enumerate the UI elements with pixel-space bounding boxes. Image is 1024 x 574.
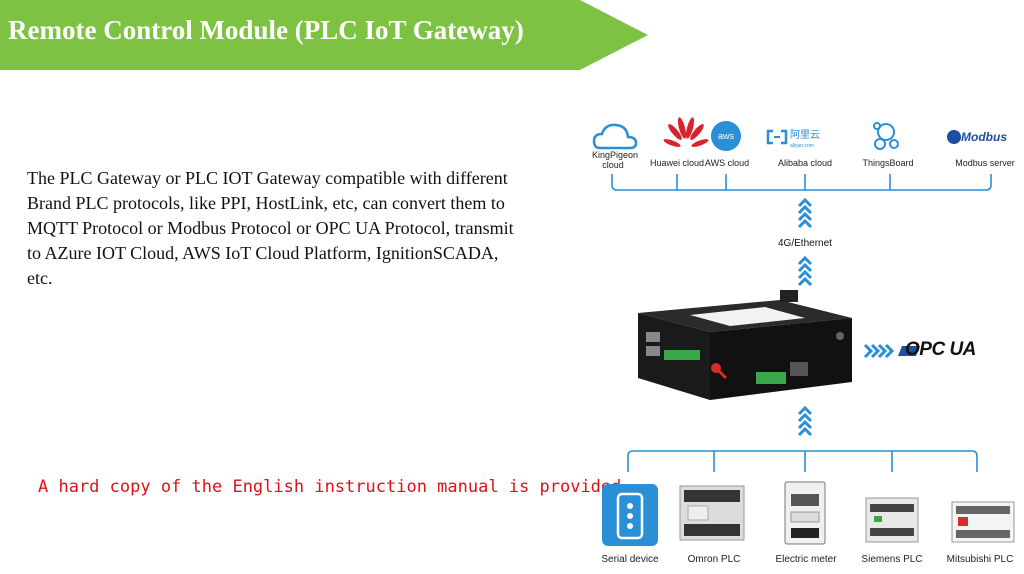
cloud-label-aws: AWS cloud <box>704 158 750 168</box>
page-title: Remote Control Module (PLC IoT Gateway) <box>8 15 524 45</box>
cloud-label-modbus: Modbus server <box>955 158 1015 168</box>
omron-plc-icon <box>679 485 745 541</box>
huawei-logo-icon <box>663 117 709 147</box>
svg-text:aws: aws <box>718 131 735 141</box>
cloud-label-text: KingPigeon cloud <box>592 150 639 170</box>
banner-arrow-shape <box>0 0 648 70</box>
gateway-device-icon <box>638 290 852 400</box>
title-banner: Remote Control Module (PLC IoT Gateway) <box>0 0 650 70</box>
thingsboard-logo-icon <box>873 122 899 150</box>
alibaba-logo-subtext: aliyun.com <box>790 143 814 149</box>
gateway-diagram: aws 阿里云 aliyun.com Modbus <box>580 110 1024 574</box>
mitsubishi-plc-icon <box>951 501 1015 543</box>
cloud-label-huawei: Huawei cloud <box>649 158 705 168</box>
serial-device-icon <box>602 484 658 546</box>
siemens-plc-icon <box>865 497 919 543</box>
modbus-logo-icon: Modbus <box>947 130 1007 144</box>
uplink-label: 4G/Ethernet <box>778 238 832 249</box>
device-label-siemens: Siemens PLC <box>861 554 923 565</box>
device-label-meter: Electric meter <box>775 554 837 565</box>
kingpigeon-cloud-icon <box>592 123 638 150</box>
device-label-serial: Serial device <box>601 554 659 565</box>
cloud-label-thingsboard: ThingsBoard <box>862 158 914 168</box>
device-label-mitsubishi: Mitsubishi PLC <box>946 554 1014 565</box>
uplink-chevrons <box>797 197 895 437</box>
opc-ua-label: OPC UA <box>905 339 976 360</box>
device-label-omron: Omron PLC <box>687 554 741 565</box>
modbus-logo-text: Modbus <box>961 130 1007 144</box>
description-text: The PLC Gateway or PLC IOT Gateway compa… <box>27 168 514 288</box>
aws-logo-icon: aws <box>711 121 741 151</box>
alibaba-logo-text: 阿里云 <box>790 129 820 141</box>
electric-meter-icon <box>784 481 826 545</box>
cloud-label-alibaba: Alibaba cloud <box>777 158 833 168</box>
opc-ua-logo-icon <box>898 346 920 356</box>
alibaba-logo-icon: 阿里云 aliyun.com <box>766 129 820 149</box>
manual-note: A hard copy of the English instruction m… <box>38 477 622 497</box>
cloud-label-kingpigeon: KingPigeon cloud <box>592 150 638 170</box>
diagram-connectors: aws 阿里云 aliyun.com Modbus <box>592 117 1015 546</box>
